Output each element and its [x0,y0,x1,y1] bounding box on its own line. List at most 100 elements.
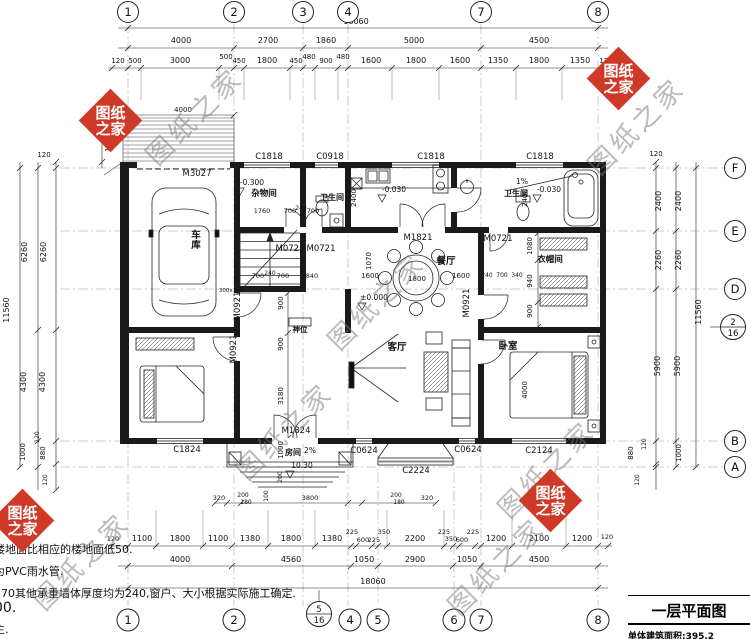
grid-bubble-label: 4 [344,5,351,19]
door-opening [284,227,322,233]
door-window-tag: C1824 [173,445,201,455]
grid-axis-lines [60,24,724,606]
dimension-text: 1800 [170,534,190,543]
dimension-text: 1000 [675,444,683,462]
dimension-text: 840 [306,272,318,280]
dimension-text: 700 [496,272,508,279]
door-opening [451,188,457,212]
door-swing [489,232,509,252]
dimension-text: 340 [511,272,523,279]
door-opening [489,227,508,233]
bathroom-1-fixtures [315,195,344,228]
dimension-text: 500 [128,57,141,65]
door-window-tag: M0921 [229,335,239,364]
dimension-text: 225 [368,536,380,544]
entry-porch [226,443,454,488]
grid-bubble [470,1,492,23]
dimension-text: 1200 [486,534,506,543]
door-window-tag: M0921 [233,292,243,321]
dimension-text: 1600 [361,56,381,65]
dimension-text: 900 [277,337,285,350]
dimension-text: 6260 [20,242,29,262]
dimension-text: 120 [649,150,662,158]
dimension-text: 1860 [316,36,336,45]
door-window-tag: M0921 [462,289,472,318]
grid-bubble [724,220,746,242]
door-window-tag: M3027 [183,169,212,179]
door-swing [483,294,509,320]
dimension-text: 120 [37,151,50,159]
dimension-text: 1350 [570,56,590,65]
door-window-tag: C2124 [525,446,553,456]
building-area: 单体建筑面积:395.2 [628,632,715,639]
dimension-text: 1600 [452,272,470,280]
dimension-text: 240 [481,272,493,279]
grid-bubble [442,608,466,632]
dimension-text: 480 [336,53,349,61]
grid-bubble-label: A [731,460,739,474]
dimension-text: 1800 [257,56,277,65]
grid-bubble [724,456,746,478]
dimension-text: 5000 [404,36,424,45]
room-label: 卧室 [498,340,518,352]
dimension-text: 4000 [521,381,529,399]
drawing-title: 一层平面图 [628,600,750,625]
dimension-text: 120 [34,431,41,443]
note-line: 370其他承重墙体厚度均为240,窗户、大小根据实际施工确定. [0,587,296,600]
dimension-text: 500 [219,53,232,61]
room-label: 杂物间 [251,188,277,199]
grid-bubble-label: 5 [374,613,381,627]
dimension-text: 100 [263,490,270,502]
dimension-text: 3000 [170,56,190,65]
door-swing [292,414,317,439]
grid-bubble-label: 8 [594,5,601,19]
grid-bubble-label: 6 [450,613,457,627]
grid-bubble-label: B [731,434,739,448]
dimension-text: 1350 [488,56,508,65]
door-window-tag: M0721 [276,244,305,254]
dimension-text: 4000 [171,36,191,45]
grid-bubble [337,1,359,23]
door-window-tag: C0624 [350,446,378,456]
level-mark: 2% [304,446,316,455]
note-line: 主. [0,623,9,636]
site-logo-text: 图纸之家 [7,503,38,538]
wardrobes [539,237,588,307]
room-label: 车库 [190,229,201,251]
grid-bubble [587,1,609,23]
door-opening [272,438,318,444]
dimension-text: 350 [378,528,390,536]
door-opening [398,227,445,233]
dimension-text: 450 [289,57,302,65]
door-window-tag: C1818 [255,152,283,162]
door-gaps [137,162,508,444]
door-window-tag: C0918 [316,152,344,162]
grid-bubble [724,157,746,179]
door-opening [137,162,230,168]
dimension-text: 200 [237,492,249,499]
level-mark: -0.030 [382,185,406,194]
grid-bubble-label: D [731,282,740,296]
door-swing [480,339,506,365]
dimension-text: 1760 [254,207,271,215]
level-triangle-icon [235,187,245,196]
dimension-text: 700 [252,272,264,280]
door-swing [212,336,238,362]
door-window-tag: C0624 [454,445,482,455]
dimension-text: 900 [319,57,332,65]
level-mark: 10.30 [291,461,313,470]
note-line: 00. [0,600,17,616]
dimension-text: 4000 [170,555,190,564]
door-window-tag: M0721 [484,234,513,244]
dimension-text: 4300 [38,372,47,392]
dimension-text: 450 [232,57,245,65]
room-label: 卫生间 [320,192,344,202]
kitchen-counter [350,164,451,194]
dimension-text: 600 [357,536,369,544]
dimension-text: 2400 [521,189,529,207]
dimension-text: 18060 [360,577,385,586]
dimension-text: 350 [445,535,457,543]
